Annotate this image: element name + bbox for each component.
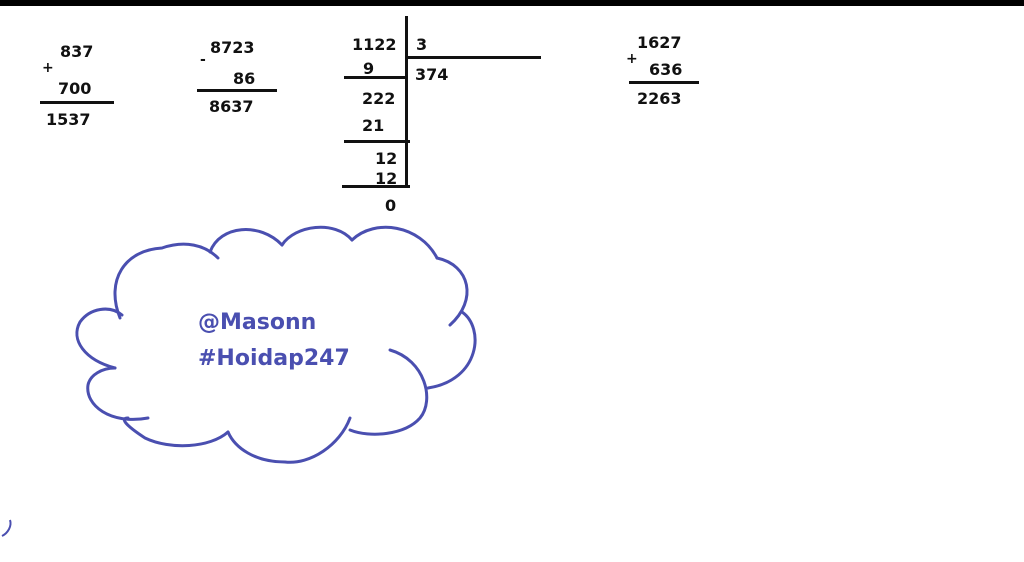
addend-bottom: 700: [58, 79, 92, 98]
addend-top: 837: [60, 42, 94, 61]
difference-line: [197, 89, 277, 92]
quotient: 374: [415, 65, 449, 84]
sum-result: 1537: [46, 110, 91, 129]
subtrahend: 86: [233, 69, 256, 88]
final-remainder: 0: [385, 196, 397, 215]
divisor: 3: [416, 35, 428, 54]
quotient-line: [405, 56, 541, 59]
minuend: 8723: [210, 38, 255, 57]
step2-remainder: 222: [362, 89, 396, 108]
step3-remainder: 12: [375, 149, 398, 168]
dividend: 1122: [352, 35, 397, 54]
sum-line: [629, 81, 699, 84]
addend-top: 1627: [637, 33, 682, 52]
cloud-text-line1: @Masonn: [198, 310, 317, 335]
top-border-bar: [0, 0, 1024, 6]
addend-bottom: 636: [649, 60, 683, 79]
sum-line: [40, 101, 114, 104]
cloud-text-line2: #Hoidap247: [198, 346, 350, 371]
stray-mark: [1, 519, 12, 537]
division-vertical-bar: [405, 16, 408, 188]
step2-line: [344, 140, 410, 143]
sum-result: 2263: [637, 89, 682, 108]
step2-subtract: 21: [362, 116, 385, 135]
step3-line: [342, 185, 410, 188]
step3-subtract: 12: [375, 169, 398, 188]
plus-sign: +: [42, 60, 54, 76]
step1-line: [344, 76, 406, 79]
difference-result: 8637: [209, 97, 254, 116]
plus-sign: +: [626, 51, 638, 67]
step1-subtract: 9: [363, 59, 375, 78]
minus-sign: -: [200, 52, 206, 68]
